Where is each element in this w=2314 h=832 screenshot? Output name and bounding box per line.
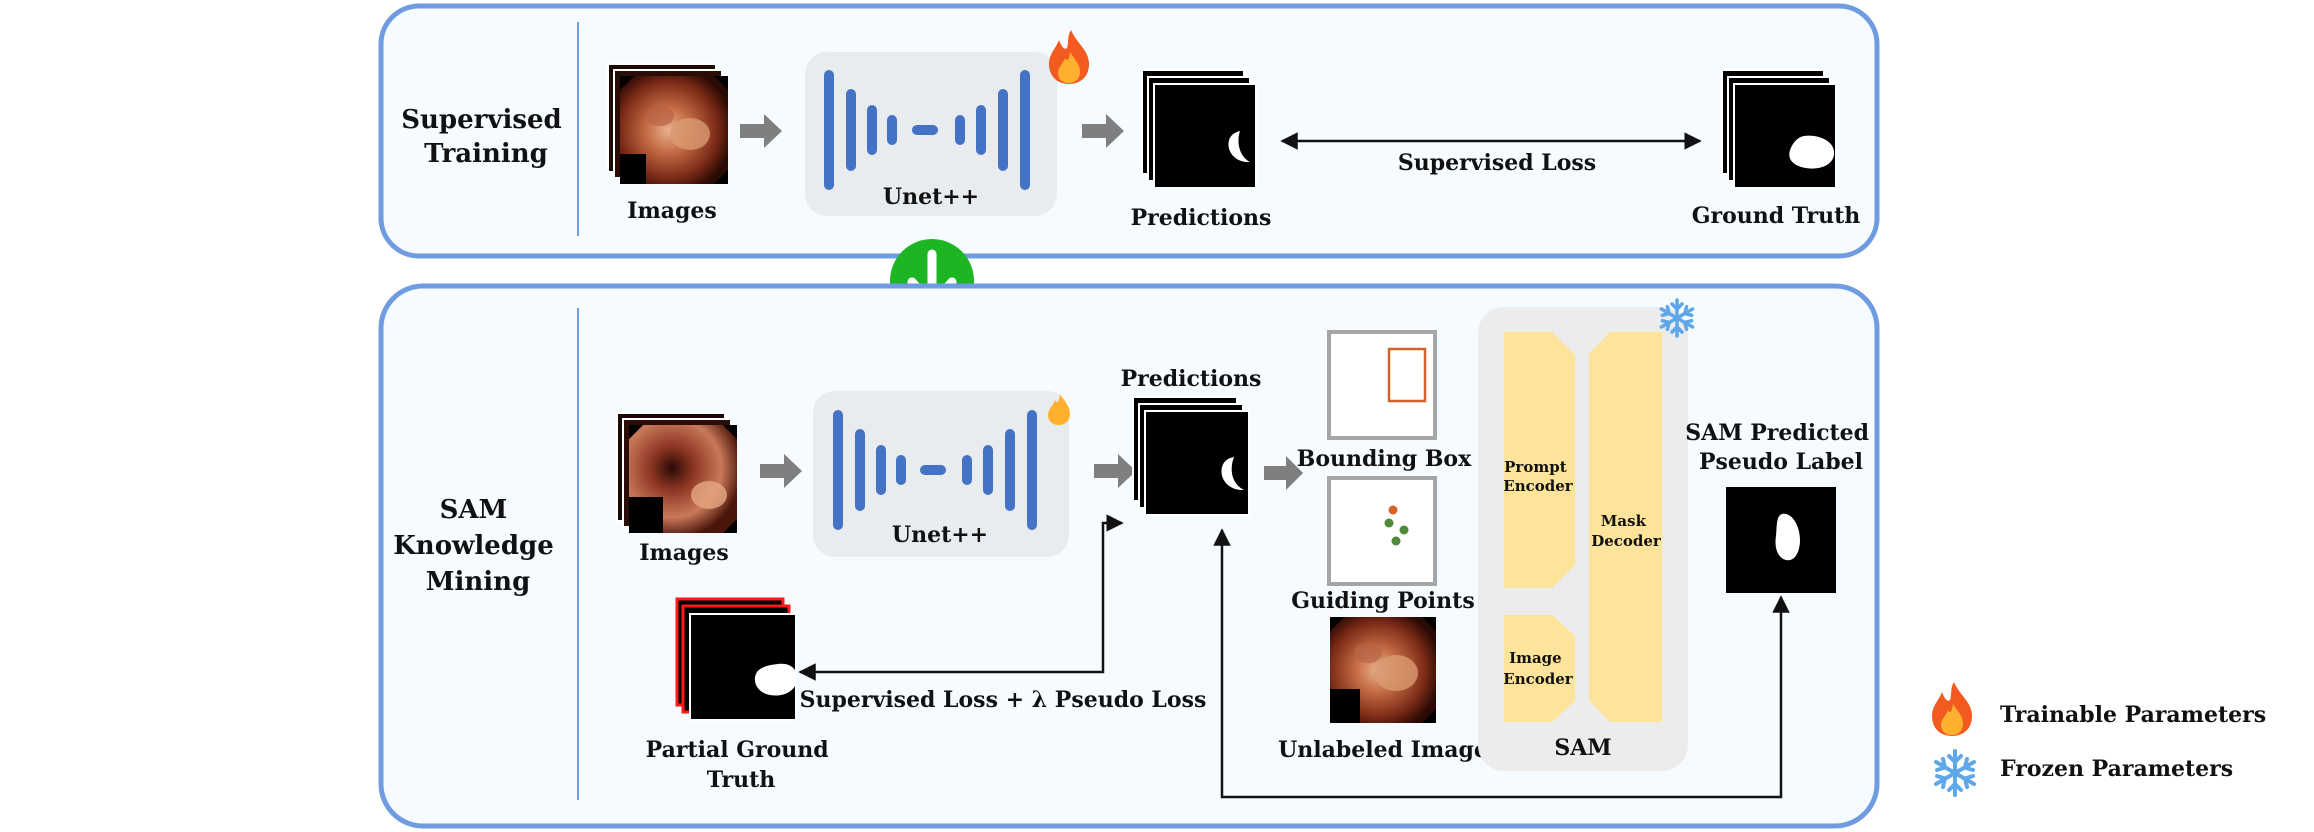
- sam-block: Prompt Encoder Image Encoder Mask Decode…: [1478, 307, 1688, 771]
- sam-predictions-stack: [1132, 396, 1250, 516]
- sam-stage-label: SAM Knowledge Mining: [393, 495, 563, 597]
- flame-icon: [1048, 394, 1070, 425]
- snowflake-icon: [1934, 749, 1976, 797]
- pseudo-loss-label: Supervised Loss + λ Pseudo Loss: [800, 687, 1207, 713]
- prompt-encoder-block: [1504, 332, 1575, 588]
- supervised-ground-truth-stack: [1721, 69, 1837, 189]
- snowflake-icon: [1659, 298, 1695, 338]
- supervised-unet-block: [805, 52, 1057, 216]
- supervised-gt-label: Ground Truth: [1692, 203, 1861, 229]
- sam-arrow-1: [760, 454, 802, 488]
- supervised-predictions-stack: [1141, 69, 1257, 189]
- unlabeled-image: [1330, 617, 1436, 723]
- bounding-box-prompt: [1327, 330, 1437, 440]
- legend-trainable-label: Trainable Parameters: [2000, 702, 2266, 728]
- prompt-encoder-label: Prompt Encoder: [1503, 458, 1574, 495]
- sam-image-stack: [616, 412, 737, 533]
- unlabeled-image-label: Unlabeled Image: [1278, 737, 1488, 763]
- partial-gt-label: Partial Ground Truth: [646, 737, 837, 793]
- supervised-predictions-label: Predictions: [1131, 205, 1272, 231]
- sam-arrow-3: [1264, 456, 1303, 490]
- supervised-stage-label: Supervised Training: [401, 105, 571, 169]
- supervised-arrow-1: [740, 114, 782, 148]
- legend: Trainable Parameters Frozen Parameters: [1932, 682, 2266, 797]
- sam-arrow-2: [1094, 454, 1136, 488]
- supervised-unet-label: Unet++: [883, 184, 979, 210]
- sam-images-label: Images: [639, 540, 729, 566]
- sam-unet-label: Unet++: [892, 522, 988, 548]
- bounding-box-label: Bounding Box: [1297, 446, 1472, 472]
- sam-knowledge-mining-panel: SAM Knowledge Mining Images: [378, 283, 1880, 829]
- pseudo-loss-connector: [1092, 514, 1124, 674]
- supervised-training-panel: Supervised Training Images: [378, 3, 1880, 259]
- supervised-arrow-2: [1082, 114, 1124, 148]
- sam-label: SAM: [1554, 735, 1611, 761]
- supervised-loss-label: Supervised Loss: [1398, 150, 1596, 176]
- guiding-points-prompt: [1327, 476, 1437, 586]
- flame-icon: [1932, 682, 1972, 736]
- image-encoder-block: [1504, 615, 1575, 722]
- pseudo-label-title: SAM Predicted Pseudo Label: [1685, 420, 1876, 475]
- sam-predictions-label: Predictions: [1121, 366, 1262, 392]
- supervised-image-stack: [607, 63, 728, 184]
- sam-unet-block: [813, 391, 1069, 557]
- partial-ground-truth-stack: [675, 597, 798, 721]
- image-encoder-label: Image Encoder: [1503, 649, 1574, 688]
- flame-icon: [1049, 30, 1089, 84]
- mask-decoder-block: [1589, 332, 1662, 722]
- pseudo-label-feedback-loop: [1213, 528, 1790, 799]
- guiding-points-label: Guiding Points: [1291, 588, 1474, 614]
- supervised-images-label: Images: [627, 198, 717, 224]
- pseudo-label-mask: [1726, 487, 1836, 593]
- legend-frozen-label: Frozen Parameters: [2000, 756, 2233, 782]
